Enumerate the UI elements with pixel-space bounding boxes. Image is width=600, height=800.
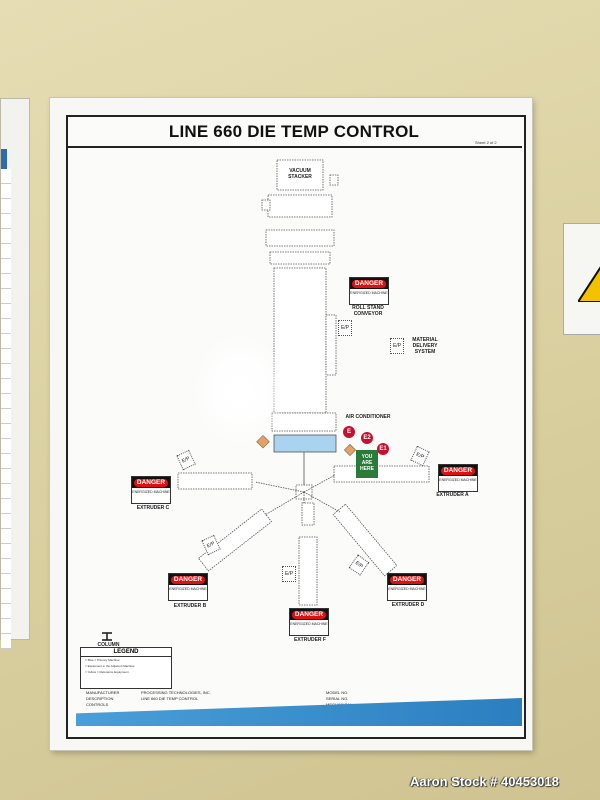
extruder-d-label: EXTRUDER D: [391, 602, 425, 608]
manufacturer-label: MANUFACTURER: [86, 690, 120, 695]
paper-table-lines: [1, 169, 11, 649]
sheet-title: LINE 660 DIE TEMP CONTROL: [168, 122, 420, 141]
ep-box-extruder-f: E/P: [282, 566, 296, 582]
controls-label: CONTROLS: [86, 702, 109, 707]
roll-stand-label: ROLL STAND CONVEYOR: [352, 305, 384, 317]
legend-box: LEGEND = Blue = Primary Machine = Equipm…: [80, 647, 172, 689]
watermark: Aaron Stock # 40453018: [410, 774, 559, 789]
description-value: LINE 660 DIE TEMP CONTROL: [141, 696, 199, 701]
extruder-a-label: EXTRUDER A: [436, 492, 469, 498]
warning-triangle-icon: [578, 266, 600, 302]
title-divider: [66, 146, 522, 148]
model-label: MODEL NO.: [326, 690, 349, 695]
stacker-frame: [267, 194, 333, 218]
sheet-number: Sheet 2 of 2: [475, 140, 497, 145]
adjacent-paper-left: [0, 98, 30, 649]
extruder-b-label: EXTRUDER B: [173, 603, 207, 609]
marker-e2: E2: [361, 432, 373, 444]
column-label: COLUMN: [97, 642, 120, 648]
legend-row: = Equipment in the Adjacent Machine: [85, 664, 135, 668]
extruder-c-label: EXTRUDER C: [136, 505, 170, 511]
vacuum-stacker-box: [276, 159, 324, 191]
die-frame: [271, 412, 337, 432]
extruder-f-label: EXTRUDER F: [294, 637, 326, 643]
extruder-c-body: [177, 472, 253, 490]
adjacent-warning-sign: [563, 223, 600, 335]
you-are-here-marker: YOU ARE HERE: [356, 450, 378, 478]
extruder-f-neck: [301, 502, 315, 526]
line-side-rail: [325, 314, 337, 376]
ep-box-roll-stand: E/P: [338, 320, 352, 336]
material-delivery-label: MATERIAL DELIVERY SYSTEM: [412, 337, 438, 355]
legend-row: = Yellow = Reference Equipment: [85, 670, 129, 674]
legend-row: = Blue = Primary Machine: [85, 658, 120, 662]
paper-blue-mark: [1, 149, 7, 169]
ep-box-material: E/P: [390, 338, 404, 354]
extruder-a-body: [333, 465, 430, 483]
roll-stand-lower: [269, 251, 331, 265]
manufacturer-value: PROCESSING TECHNOLOGIES, INC.: [141, 690, 211, 695]
serial-label: SERIAL NO.: [326, 696, 349, 701]
extruder-b-body: [197, 508, 273, 572]
extruder-d-body: [332, 503, 398, 577]
air-conditioner-label: AIR CONDITIONER: [345, 414, 391, 420]
vacuum-stacker-label: VACUUM STACKER: [288, 168, 312, 180]
die-highlight: [273, 434, 337, 453]
stacker-side-left: [261, 199, 271, 211]
marker-e: E: [343, 426, 355, 438]
description-label: DESCRIPTION: [86, 696, 114, 701]
light-glare: [195, 335, 285, 445]
roll-stand-upper: [265, 229, 335, 247]
legend-title: LEGEND: [81, 648, 171, 657]
extruder-f-body: [298, 536, 318, 606]
marker-e1: E1: [377, 443, 389, 455]
